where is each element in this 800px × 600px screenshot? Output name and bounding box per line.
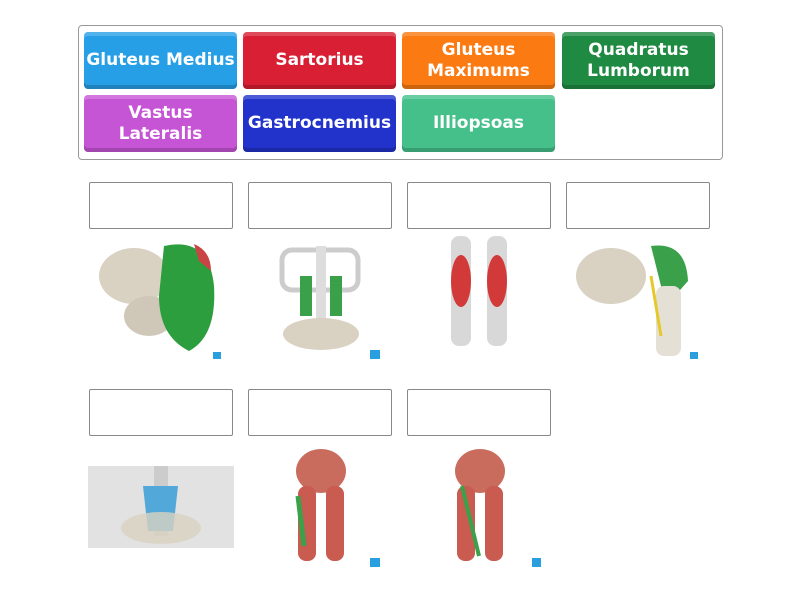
vastus-lateralis-image — [295, 449, 380, 567]
gastrocnemius-image — [451, 236, 507, 346]
tile-vastus-lateralis[interactable]: Vastus Lateralis — [84, 95, 237, 152]
gluteus-maximus-image — [99, 244, 221, 359]
tile-gastrocnemius[interactable]: Gastrocnemius — [243, 95, 396, 152]
drop-zone-1[interactable] — [89, 182, 233, 229]
tile-illiopsoas[interactable]: Illiopsoas — [402, 95, 555, 152]
drop-zone-2[interactable] — [248, 182, 392, 229]
tile-quadratus-lumborum[interactable]: Quadratus Lumborum — [562, 32, 715, 89]
iliopsoas-image — [88, 466, 234, 548]
drop-zone-5[interactable] — [89, 389, 233, 436]
sartorius-image — [455, 449, 541, 567]
gluteus-medius-image — [576, 245, 698, 359]
quadratus-lumborum-image — [279, 246, 380, 359]
drop-zone-7[interactable] — [407, 389, 551, 436]
drop-zone-4[interactable] — [566, 182, 710, 229]
drop-zone-3[interactable] — [407, 182, 551, 229]
tile-sartorius[interactable]: Sartorius — [243, 32, 396, 89]
tile-gluteus-medius[interactable]: Gluteus Medius — [84, 32, 237, 89]
tile-gluteus-maximums[interactable]: Gluteus Maximums — [402, 32, 555, 89]
drop-zone-6[interactable] — [248, 389, 392, 436]
